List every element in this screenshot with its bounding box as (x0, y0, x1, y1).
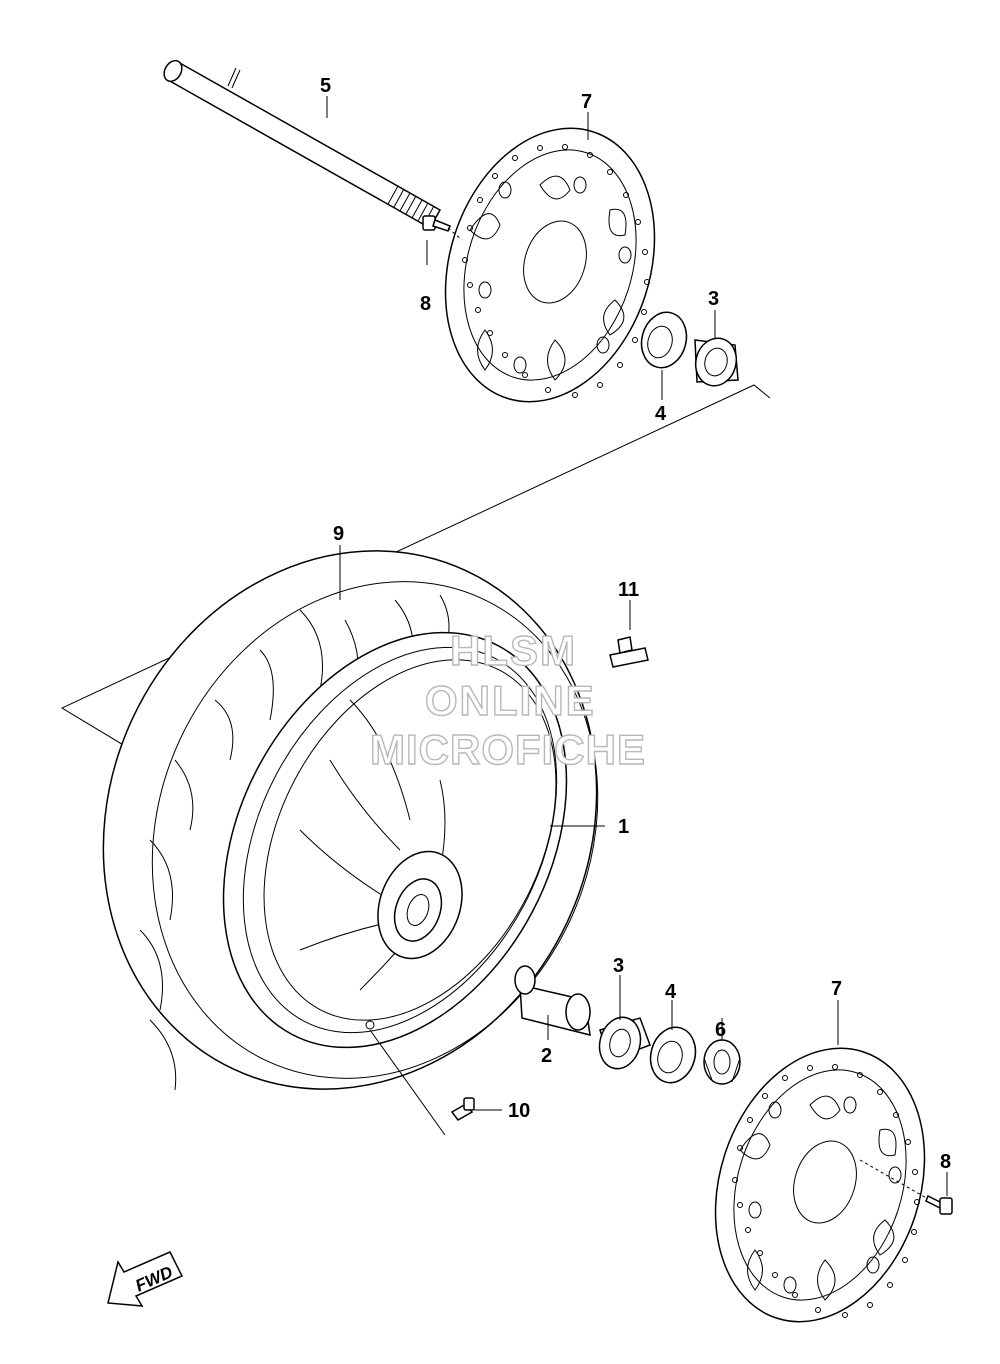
front-axle (163, 59, 442, 230)
front-wheel-assembly (102, 550, 599, 1091)
tire-valve (369, 1029, 475, 1136)
callout-balance-weight: 11 (618, 579, 639, 601)
leader-lines-upper (326, 96, 716, 400)
callout-wheel: 1 (618, 816, 629, 838)
oil-seal-upper (640, 311, 688, 369)
disc-bolt-lower (859, 1159, 953, 1215)
callout-valve: 10 (508, 1100, 530, 1122)
bearing-upper (694, 337, 739, 387)
hub-spacer (514, 965, 591, 1036)
disc-bolt-upper (422, 215, 463, 241)
callout-bearing-upper: 3 (708, 288, 719, 310)
brake-disc-upper (444, 127, 656, 403)
forward-direction-arrow: FWD (107, 1251, 184, 1307)
callout-bolt-lower: 8 (940, 1151, 951, 1173)
oil-seal-lower (649, 1026, 697, 1084)
leader-lines-lower (339, 545, 948, 1196)
callout-seal-upper: 4 (655, 403, 667, 425)
callouts: 5 7 8 3 4 9 11 1 2 3 4 6 7 8 10 (320, 75, 951, 1173)
watermark-line-3: MICROFICHE (370, 726, 646, 773)
brake-disc-lower (714, 1047, 926, 1323)
callout-seal-lower: 4 (665, 981, 677, 1003)
callout-disc-lower: 7 (831, 978, 842, 1000)
callout-spacer-lower: 6 (715, 1019, 726, 1041)
watermark-line-1: HLSM (450, 627, 577, 674)
watermark: HLSM ONLINE MICROFICHE (369, 626, 646, 773)
callout-disc-upper: 7 (581, 91, 592, 113)
callout-spacer: 2 (541, 1045, 552, 1067)
assembly-axis-lines (60, 384, 771, 759)
balance-weight (609, 636, 649, 668)
callout-bolt-upper: 8 (420, 293, 431, 315)
callout-axle: 5 (320, 75, 331, 97)
spacer-lower (703, 1039, 741, 1085)
watermark-line-2: ONLINE (425, 677, 596, 724)
callout-bearing-lower: 3 (613, 955, 624, 977)
callout-tire: 9 (333, 523, 344, 545)
wheel-rim (222, 631, 568, 1049)
bearing-lower (598, 1016, 651, 1070)
